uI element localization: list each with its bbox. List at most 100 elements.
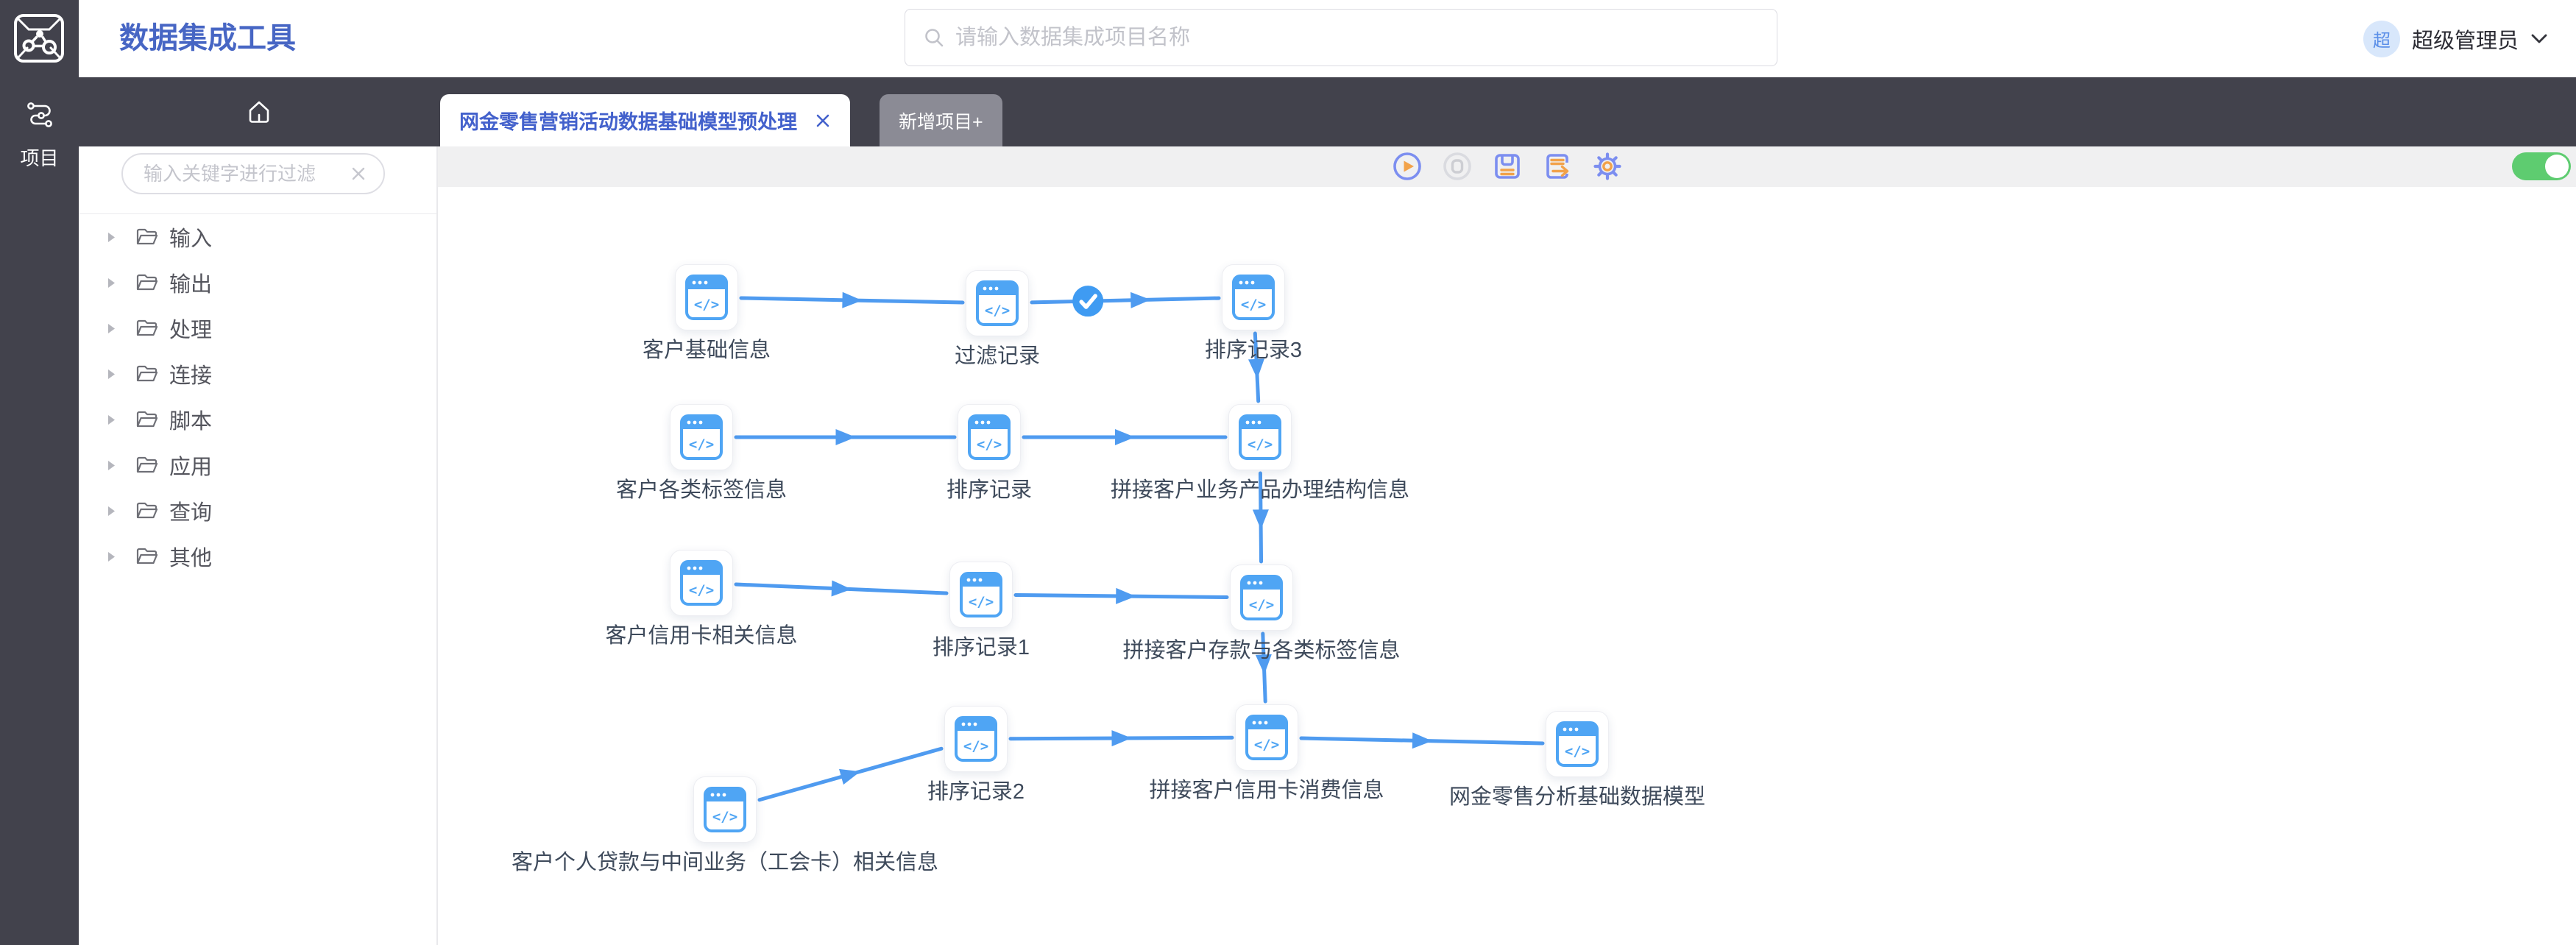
clear-filter-icon[interactable] (350, 165, 367, 183)
tab-bar: 网金零售营销活动数据基础模型预处理 新增项目+ (440, 94, 1002, 146)
svg-text:</>: </> (1248, 436, 1273, 453)
svg-text:</>: </> (1249, 597, 1274, 613)
code-window-icon: </> (1232, 275, 1275, 320)
node-label: 排序记录3 (1204, 339, 1303, 362)
code-window-icon: </> (1240, 575, 1283, 620)
svg-text:</>: </> (977, 436, 1002, 453)
toolbar-buttons (1392, 151, 1623, 182)
edge-arrow-icon (1252, 509, 1269, 530)
flow-node-n6[interactable]: </> (1228, 404, 1292, 470)
flow-node-n1[interactable]: </> (675, 264, 738, 330)
canvas-toggle-switch[interactable] (2512, 152, 2571, 180)
code-window-icon: </> (1556, 721, 1599, 767)
flow-node-n11[interactable]: </> (944, 706, 1008, 772)
caret-right-icon[interactable] (107, 277, 116, 289)
toggle-knob (2545, 155, 2569, 178)
tab-1[interactable]: 网金零售营销活动数据基础模型预处理 (440, 94, 850, 146)
svg-text:</>: </> (969, 594, 994, 610)
svg-text:</>: </> (689, 436, 714, 453)
folder-icon (135, 272, 159, 293)
flow-node-n2[interactable]: </> (966, 270, 1029, 336)
tree-item-6[interactable]: 应用 (79, 442, 436, 488)
tab-label: 新增项目+ (899, 111, 983, 132)
edge-arrow-icon (1111, 730, 1132, 747)
caret-right-icon[interactable] (107, 414, 116, 426)
caret-right-icon[interactable] (107, 505, 116, 517)
run-icon[interactable] (1392, 151, 1423, 182)
flow-node-n9[interactable]: </> (1230, 564, 1293, 631)
caret-right-icon[interactable] (107, 322, 116, 335)
code-window-icon: </> (976, 280, 1019, 326)
tree-item-4[interactable]: 连接 (79, 351, 436, 397)
node-label: 客户基础信息 (642, 339, 771, 362)
top-header: 数据集成工具 超 超级管理员 (79, 0, 2576, 77)
edge-layer (734, 286, 1545, 802)
tree-item-label: 输入 (169, 227, 213, 251)
node-label: 网金零售分析基础数据模型 (1448, 785, 1706, 809)
code-window-icon: </> (955, 716, 997, 762)
save-icon[interactable] (1492, 151, 1523, 182)
tree-item-label: 脚本 (169, 410, 213, 433)
flow-node-n5[interactable]: </> (958, 404, 1021, 470)
tree-item-1[interactable]: 输入 (79, 214, 436, 260)
tree-item-label: 查询 (169, 501, 213, 525)
search-input[interactable] (955, 25, 1759, 50)
tree-filter-box[interactable] (121, 153, 385, 194)
svg-text:</>: </> (1254, 737, 1279, 753)
project-search-box[interactable] (905, 9, 1777, 66)
caret-right-icon[interactable] (107, 368, 116, 381)
node-label: 排序记录 (946, 478, 1033, 502)
flow-edge (734, 580, 949, 597)
flow-node-n10[interactable]: </> (693, 776, 757, 843)
flow-edge (1022, 429, 1228, 445)
filter-input[interactable] (144, 162, 350, 185)
svg-text:</>: </> (689, 582, 714, 598)
user-name: 超级管理员 (2411, 29, 2519, 53)
tree-item-2[interactable]: 输出 (79, 260, 436, 305)
node-label: 拼接客户业务产品办理结构信息 (1110, 478, 1410, 502)
code-window-icon: </> (685, 275, 728, 320)
home-icon (249, 101, 269, 123)
app-logo-icon (13, 11, 66, 66)
node-label: 客户各类标签信息 (615, 478, 788, 502)
canvas-toolbar (438, 146, 2576, 187)
tree-item-5[interactable]: 脚本 (79, 397, 436, 442)
flow-canvas[interactable]: </> 客户基础信息 </> 过滤记录 </> 排序记录3 </> 客户各类标签信息 </> 排序… (438, 187, 2576, 945)
flow-node-n3[interactable]: </> (1222, 264, 1285, 330)
flow-node-n4[interactable]: </> (670, 404, 733, 470)
flow-node-n13[interactable]: </> (1546, 711, 1609, 777)
code-window-icon: </> (704, 787, 746, 832)
flow-edge (1248, 331, 1264, 403)
tab-2[interactable]: 新增项目+ (880, 94, 1002, 146)
page-title: 数据集成工具 (119, 22, 296, 54)
flow-node-n12[interactable]: </> (1235, 704, 1298, 771)
svg-text:</>: </> (1565, 743, 1590, 760)
flow-edge (734, 429, 957, 445)
tree-item-label: 处理 (169, 319, 213, 342)
tree-item-3[interactable]: 处理 (79, 305, 436, 351)
tree-item-7[interactable]: 查询 (79, 488, 436, 534)
flow-edge (1008, 730, 1234, 747)
node-label: 过滤记录 (954, 344, 1041, 368)
folder-icon (135, 318, 159, 339)
search-icon (925, 29, 944, 47)
tab-close-icon[interactable] (815, 113, 831, 129)
user-menu[interactable]: 超 超级管理员 (2363, 0, 2548, 77)
flow-icon (26, 102, 52, 127)
sidebar-item-projects[interactable]: 项目 (0, 100, 79, 171)
chevron-down-icon (2531, 34, 2547, 43)
flow-node-n8[interactable]: </> (949, 562, 1013, 628)
settings-icon[interactable] (1592, 151, 1623, 182)
home-button[interactable] (245, 98, 273, 126)
caret-right-icon[interactable] (107, 551, 116, 563)
caret-right-icon[interactable] (107, 231, 116, 244)
caret-right-icon[interactable] (107, 459, 116, 472)
flow-node-n7[interactable]: </> (670, 550, 733, 616)
node-label: 客户信用卡相关信息 (605, 624, 798, 648)
node-label: 排序记录2 (927, 780, 1025, 804)
code-window-icon: </> (968, 414, 1011, 460)
edge-arrow-icon (1116, 587, 1136, 604)
tree-item-8[interactable]: 其他 (79, 534, 436, 579)
edge-arrow-icon (1115, 429, 1135, 445)
export-icon[interactable] (1542, 151, 1573, 182)
